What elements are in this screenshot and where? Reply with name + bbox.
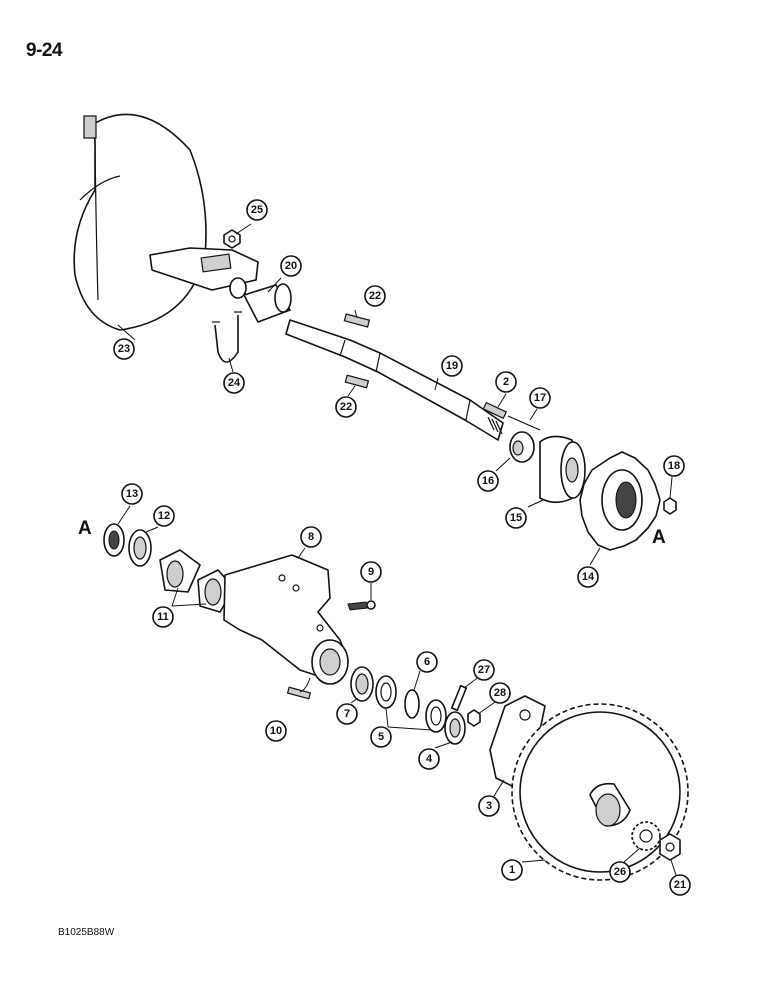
callout-22-upper: 22 bbox=[364, 285, 386, 307]
callout-14: 14 bbox=[577, 566, 599, 588]
drive-shaft bbox=[285, 319, 504, 441]
hex-nut-21 bbox=[659, 833, 681, 861]
bearing-cone-inner bbox=[444, 711, 466, 745]
lock-collar bbox=[509, 431, 535, 463]
svg-text:12: 12 bbox=[158, 510, 170, 522]
callout-9: 9 bbox=[360, 561, 382, 583]
svg-text:10: 10 bbox=[270, 725, 282, 737]
snap-ring bbox=[404, 689, 420, 719]
callout-7: 7 bbox=[336, 703, 358, 725]
callout-15: 15 bbox=[505, 507, 527, 529]
seal bbox=[103, 523, 125, 557]
callout-19: 19 bbox=[441, 355, 463, 377]
nut-18 bbox=[663, 497, 677, 515]
callout-26: 26 bbox=[609, 861, 631, 883]
callout-8: 8 bbox=[300, 526, 322, 548]
svg-text:26: 26 bbox=[614, 866, 626, 878]
key-upper bbox=[343, 313, 371, 328]
svg-text:4: 4 bbox=[426, 753, 433, 765]
lock-nut bbox=[223, 229, 241, 249]
needle-bearings bbox=[159, 549, 235, 613]
svg-text:21: 21 bbox=[674, 879, 686, 891]
svg-text:18: 18 bbox=[668, 460, 680, 472]
callout-2: 2 bbox=[495, 371, 517, 393]
reference-mark-right: A bbox=[652, 527, 666, 548]
grease-fitting bbox=[347, 600, 376, 611]
u-bolt bbox=[212, 311, 242, 363]
svg-text:17: 17 bbox=[534, 392, 546, 404]
svg-text:7: 7 bbox=[344, 708, 350, 720]
callout-16: 16 bbox=[477, 470, 499, 492]
callout-20: 20 bbox=[280, 255, 302, 277]
callout-5: 5 bbox=[370, 726, 392, 748]
svg-text:9: 9 bbox=[368, 566, 374, 578]
callout-12: 12 bbox=[153, 505, 175, 527]
callout-27: 27 bbox=[473, 659, 495, 681]
bearing-housing bbox=[223, 554, 349, 685]
callouts: 25 20 22 23 24 19 22 2 17 16 15 18 14 13… bbox=[113, 199, 691, 896]
svg-text:22: 22 bbox=[340, 401, 352, 413]
drive-sprocket bbox=[579, 451, 661, 551]
callout-28: 28 bbox=[489, 682, 511, 704]
auger-flighting bbox=[73, 113, 207, 331]
svg-text:11: 11 bbox=[157, 611, 169, 623]
small-sprocket bbox=[631, 821, 661, 851]
bushing bbox=[243, 283, 292, 323]
svg-text:25: 25 bbox=[251, 204, 263, 216]
svg-text:24: 24 bbox=[228, 377, 241, 389]
sprocket-hub bbox=[539, 435, 586, 504]
callout-6: 6 bbox=[416, 651, 438, 673]
nut-28 bbox=[467, 709, 481, 727]
mounting-plate bbox=[149, 247, 259, 299]
svg-text:19: 19 bbox=[446, 360, 458, 372]
callout-23: 23 bbox=[113, 338, 135, 360]
svg-text:14: 14 bbox=[582, 571, 595, 583]
svg-text:23: 23 bbox=[118, 343, 130, 355]
figure-code: B1025B88W bbox=[58, 927, 115, 938]
bearing-cone bbox=[128, 529, 152, 567]
callout-18: 18 bbox=[663, 455, 685, 477]
svg-text:22: 22 bbox=[369, 290, 381, 302]
bearing-cups bbox=[375, 675, 447, 733]
svg-text:28: 28 bbox=[494, 687, 506, 699]
svg-text:27: 27 bbox=[478, 664, 490, 676]
svg-text:16: 16 bbox=[482, 475, 494, 487]
svg-text:8: 8 bbox=[308, 531, 314, 543]
svg-text:3: 3 bbox=[486, 800, 492, 812]
set-screw bbox=[507, 415, 541, 431]
svg-text:13: 13 bbox=[126, 488, 138, 500]
callout-3: 3 bbox=[478, 795, 500, 817]
callout-11: 11 bbox=[152, 606, 174, 628]
callout-25: 25 bbox=[246, 199, 268, 221]
callout-4: 4 bbox=[418, 748, 440, 770]
roll-pin bbox=[286, 686, 312, 700]
callout-10: 10 bbox=[265, 720, 287, 742]
stud bbox=[450, 684, 468, 712]
key-lower bbox=[344, 374, 370, 389]
callout-13: 13 bbox=[121, 483, 143, 505]
svg-text:1: 1 bbox=[509, 864, 515, 876]
callout-24: 24 bbox=[223, 372, 245, 394]
svg-text:2: 2 bbox=[503, 376, 509, 388]
bearing-cone-lower bbox=[350, 666, 374, 702]
callout-21: 21 bbox=[669, 874, 691, 896]
callout-22-lower: 22 bbox=[335, 396, 357, 418]
callout-17: 17 bbox=[529, 387, 551, 409]
page-number: 9-24 bbox=[26, 40, 63, 61]
callout-1: 1 bbox=[501, 859, 523, 881]
svg-text:20: 20 bbox=[285, 260, 297, 272]
svg-text:6: 6 bbox=[424, 656, 430, 668]
reference-mark-left: A bbox=[78, 518, 92, 539]
svg-text:15: 15 bbox=[510, 512, 522, 524]
svg-text:5: 5 bbox=[378, 731, 384, 743]
key-sprocket bbox=[482, 401, 508, 420]
